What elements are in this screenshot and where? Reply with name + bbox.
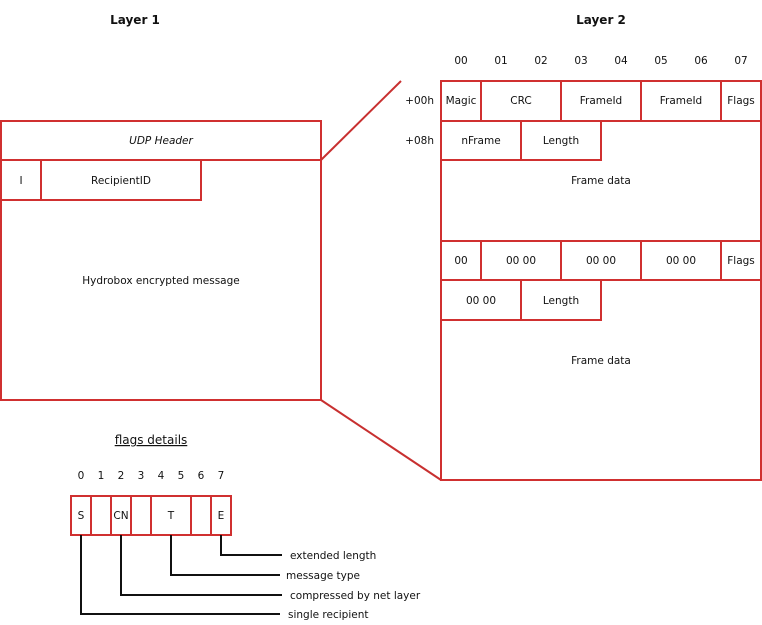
flag-bit-number: 3 xyxy=(138,470,145,482)
column-header: 05 xyxy=(654,55,667,67)
flag-bit-number: 5 xyxy=(178,470,185,482)
flag-cell-empty xyxy=(130,495,152,536)
row-offset-label: +00h xyxy=(405,95,434,107)
frame-data-label: Frame data xyxy=(571,175,631,187)
flags-details-title: flags details xyxy=(115,433,188,447)
flags-field-label: Flags xyxy=(727,95,755,107)
column-header: 01 xyxy=(494,55,507,67)
i-field-label: I xyxy=(19,175,22,187)
flag-bit-number: 6 xyxy=(198,470,205,482)
recipient-id-label: RecipientID xyxy=(91,175,151,187)
frameid-value-label: 00 00 xyxy=(586,255,616,267)
zoom-connector-bottom xyxy=(320,399,442,481)
flag-desc-compressed: compressed by net layer xyxy=(290,590,421,602)
frameid-value-label: 00 00 xyxy=(666,255,696,267)
frame-data-label: Frame data xyxy=(571,355,631,367)
flags-value-label: Flags xyxy=(727,255,755,267)
length-value-label: Length xyxy=(543,295,579,307)
recipient-id-box xyxy=(40,159,202,201)
leader-message-type xyxy=(170,535,280,576)
flags-field-box xyxy=(720,80,762,122)
column-header: 04 xyxy=(614,55,628,67)
leader-single-recipient xyxy=(80,535,280,615)
column-header: 06 xyxy=(694,55,708,67)
flag-cell-empty xyxy=(90,495,112,536)
magic-field-label: Magic xyxy=(446,95,477,107)
flag-bit-number: 1 xyxy=(98,470,105,482)
flag-cell-e-label: E xyxy=(218,510,225,522)
flag-desc-single-recipient: single recipient xyxy=(288,609,368,621)
flag-bit-number: 7 xyxy=(218,470,225,482)
leader-extended-length xyxy=(220,535,282,556)
layer2-title: Layer 2 xyxy=(576,13,626,27)
flag-bit-number: 2 xyxy=(118,470,125,482)
length-field-label: Length xyxy=(543,135,579,147)
magic-value-label: 00 xyxy=(454,255,467,267)
layer1-title: Layer 1 xyxy=(110,13,160,27)
length-value-box xyxy=(520,279,602,321)
nframe-field-label: nFrame xyxy=(461,135,500,147)
column-header: 03 xyxy=(574,55,587,67)
column-header: 02 xyxy=(534,55,547,67)
length-field-box xyxy=(520,120,602,161)
flag-cell-cn-label: CN xyxy=(113,510,128,522)
encrypted-message-label: Hydrobox encrypted message xyxy=(82,275,239,287)
udp-header-label: UDP Header xyxy=(129,135,193,147)
flag-desc-extended-length: extended length xyxy=(290,550,376,562)
column-header: 07 xyxy=(734,55,747,67)
frameid-field-label: FrameId xyxy=(660,95,702,107)
column-header: 00 xyxy=(454,55,467,67)
flags-value-box xyxy=(720,240,762,281)
flag-cell-empty xyxy=(190,495,212,536)
flag-desc-message-type: message type xyxy=(286,570,360,582)
row-offset-label: +08h xyxy=(405,135,434,147)
nframe-value-label: 00 00 xyxy=(466,295,496,307)
frameid-field-label: FrameId xyxy=(580,95,622,107)
crc-value-label: 00 00 xyxy=(506,255,536,267)
crc-field-label: CRC xyxy=(510,95,531,107)
flag-bit-number: 4 xyxy=(158,470,165,482)
leader-compressed xyxy=(120,535,282,596)
flag-cell-t-label: T xyxy=(167,510,175,522)
flag-cell-s-label: S xyxy=(78,510,85,522)
layer1-packet-box xyxy=(0,120,322,401)
zoom-connector-top xyxy=(320,80,402,161)
flag-bit-number: 0 xyxy=(78,470,85,482)
